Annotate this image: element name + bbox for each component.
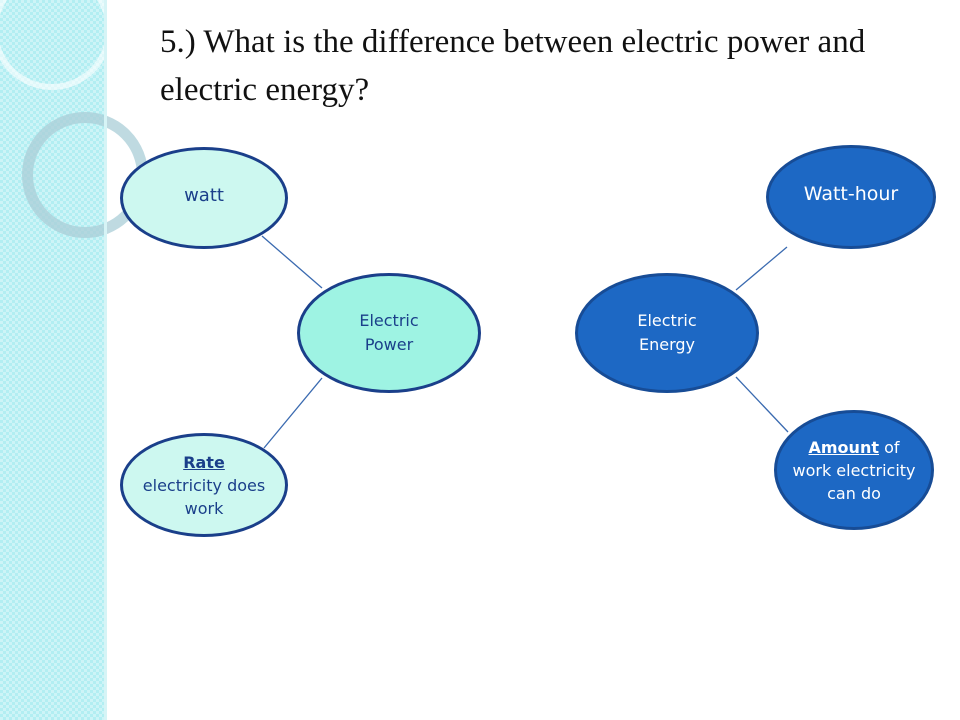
node-electric-power-line1: Electric <box>359 311 419 330</box>
node-amount-of: of <box>878 437 900 457</box>
node-rate: Rate electricity does work <box>120 433 288 537</box>
connector-energy-watthour <box>735 246 788 291</box>
node-watt: watt <box>120 147 288 249</box>
node-amount-keyword: Amount <box>808 437 879 457</box>
node-rate-line2: electricity does <box>142 475 266 495</box>
node-amount-line3: can do <box>827 483 881 503</box>
node-amount-line2: work electricity <box>792 460 916 480</box>
decorative-sidebar <box>0 0 148 720</box>
node-electric-energy: Electric Energy <box>575 273 759 393</box>
node-electric-power-line2: Power <box>364 335 414 354</box>
connector-power-rate <box>263 377 323 449</box>
sidebar-edge <box>104 0 107 720</box>
node-electric-power: Electric Power <box>297 273 481 393</box>
node-amount-line1: Amount of <box>809 436 900 459</box>
node-watt-hour-label: Watt-hour <box>803 183 899 205</box>
node-electric-energy-line1: Electric <box>637 311 697 330</box>
slide-title: 5.) What is the difference between elect… <box>160 24 866 108</box>
node-rate-line3: work <box>184 498 224 518</box>
node-watt-hour: Watt-hour <box>766 145 936 249</box>
node-watt-label: watt <box>184 184 224 206</box>
decorative-ring <box>0 0 112 90</box>
node-electric-energy-line2: Energy <box>638 335 695 354</box>
connector-energy-amount <box>735 376 789 433</box>
node-amount: Amount of work electricity can do <box>774 410 934 530</box>
node-rate-keyword: Rate <box>183 452 225 472</box>
connector-watt-power <box>261 235 323 289</box>
